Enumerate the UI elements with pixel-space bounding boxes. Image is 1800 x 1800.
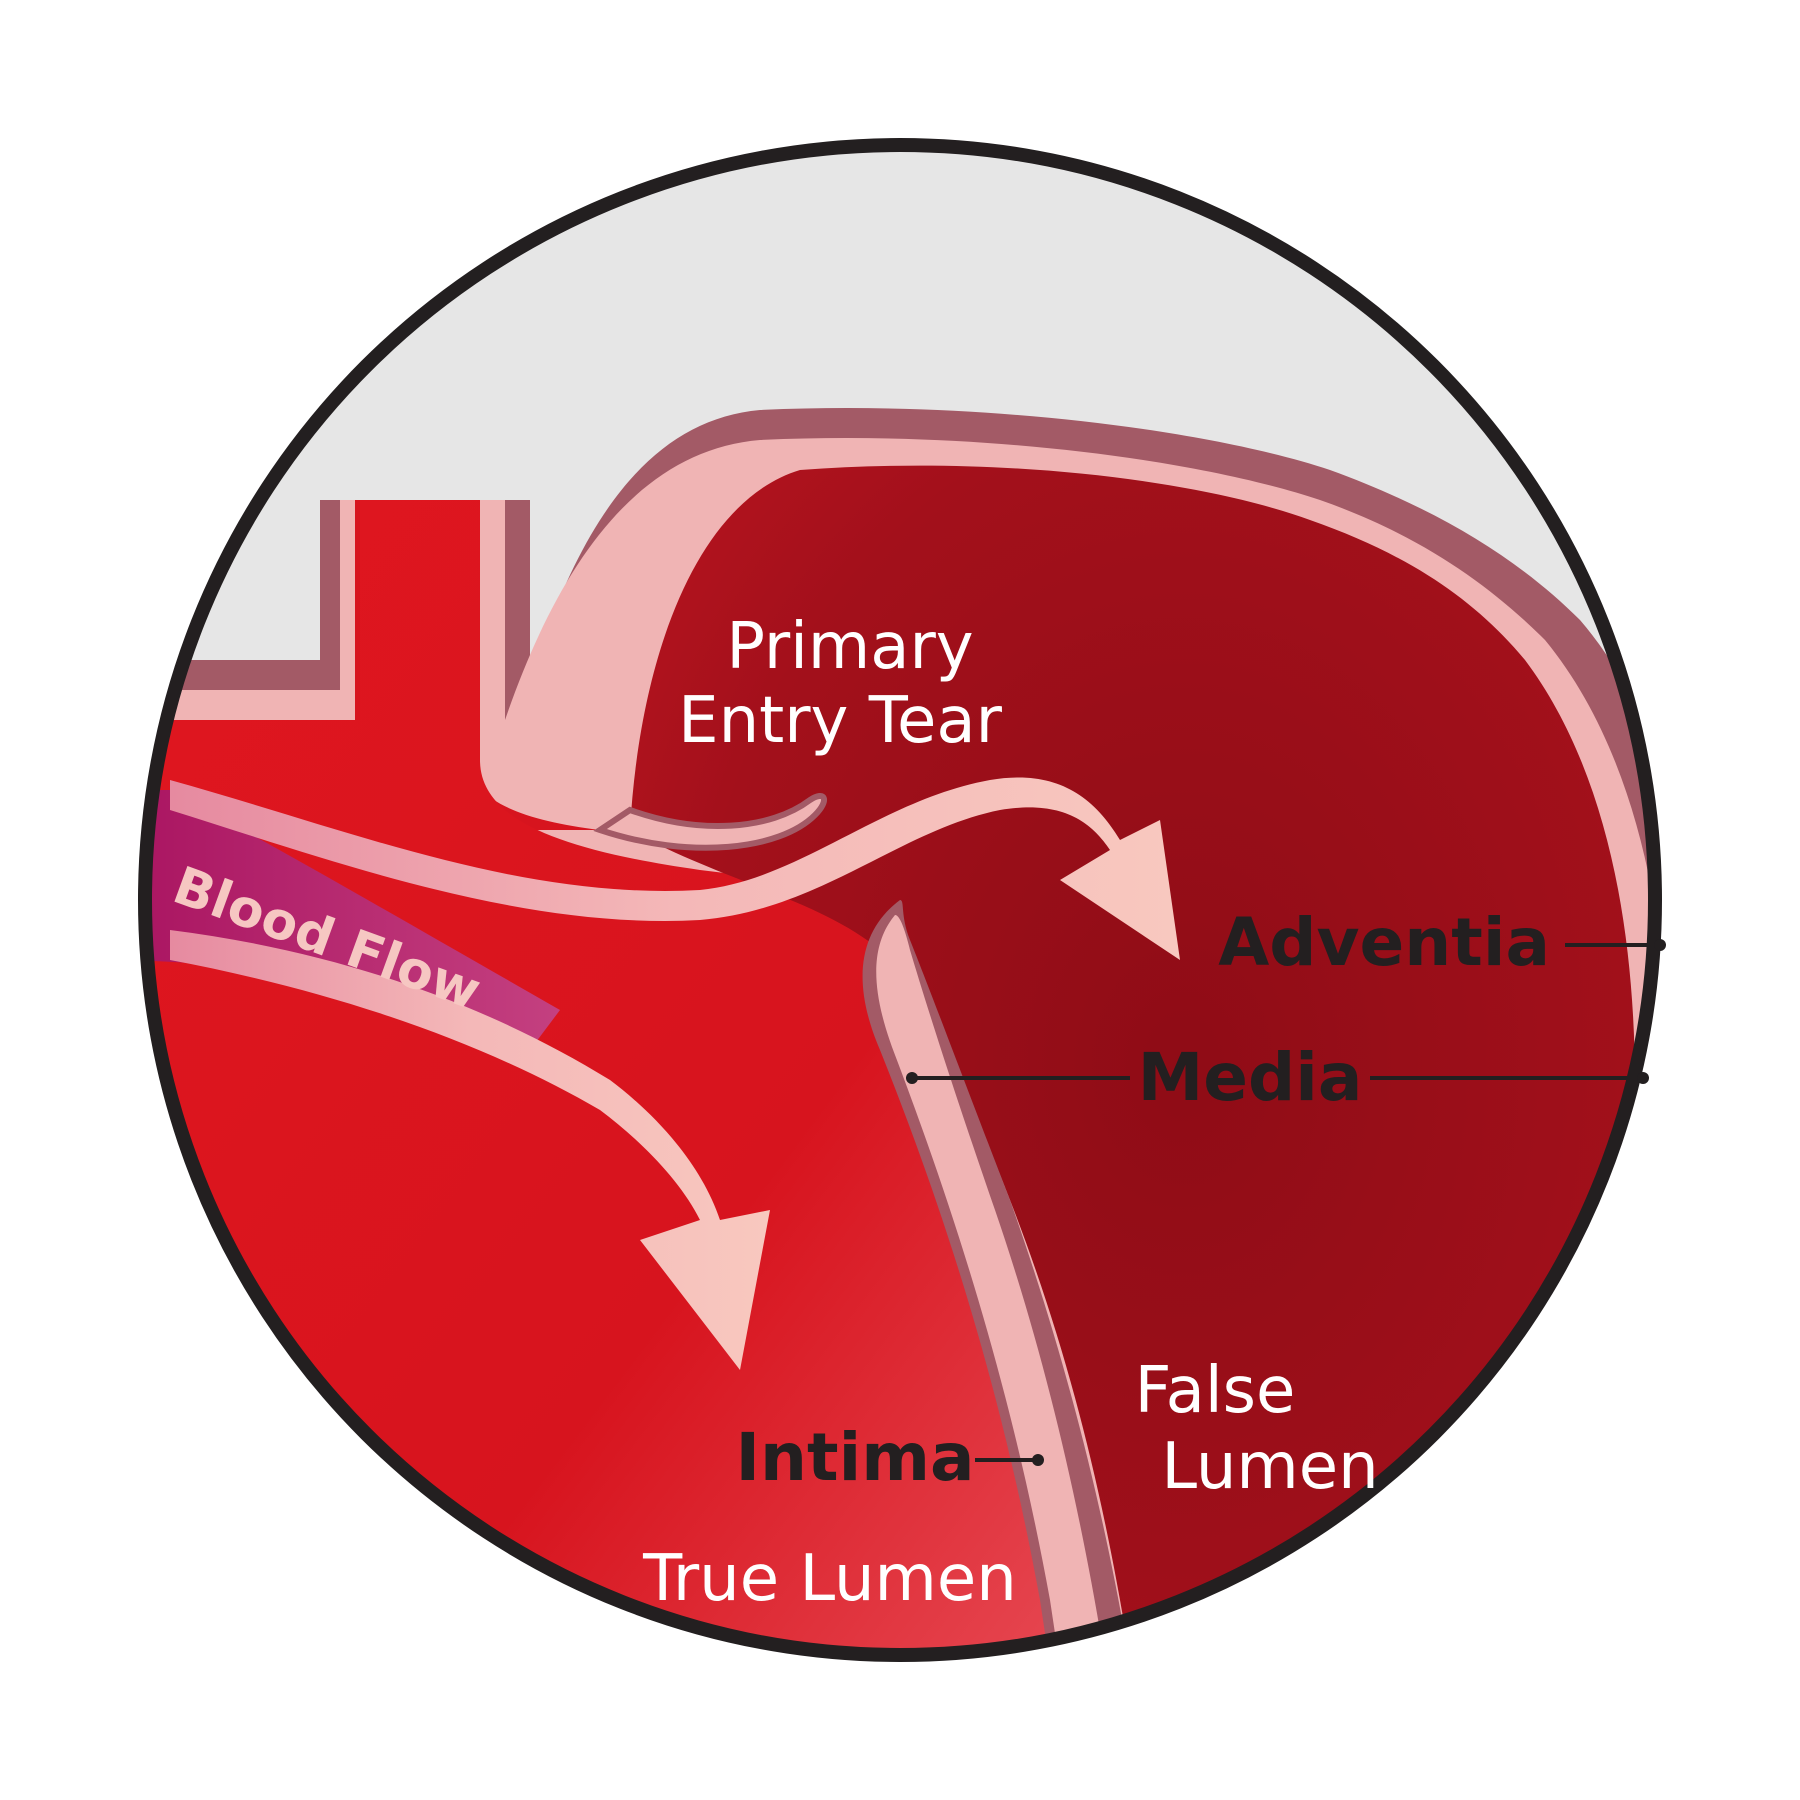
label-false-lumen-line2: Lumen — [1161, 1430, 1378, 1504]
label-intima: Intima — [735, 1419, 974, 1496]
intimal-flap-inner — [876, 915, 1125, 1655]
label-media: Media — [1138, 1039, 1363, 1116]
blood-flow-vessel — [145, 790, 560, 1050]
false-lumen-blood — [630, 465, 1635, 1655]
label-adventia: Adventia — [1218, 904, 1550, 981]
label-true-lumen: True Lumen — [642, 1542, 1017, 1616]
label-primary-entry-tear-line1: Primary — [726, 610, 973, 684]
leader-media-right-dot — [1637, 1072, 1649, 1084]
leader-adventia-dot — [1654, 939, 1666, 951]
label-false-lumen-line1: False — [1135, 1354, 1296, 1428]
label-primary-entry-tear-line2: Entry Tear — [678, 684, 1002, 758]
leader-intima-dot — [1032, 1454, 1044, 1466]
leader-media-left-dot — [906, 1072, 918, 1084]
flow-arrow-into-true-lumen — [170, 930, 770, 1370]
entry-tear-lip — [593, 793, 827, 851]
magnifier-ring — [138, 138, 1662, 1662]
flow-arrow-into-false-lumen — [170, 777, 1180, 960]
